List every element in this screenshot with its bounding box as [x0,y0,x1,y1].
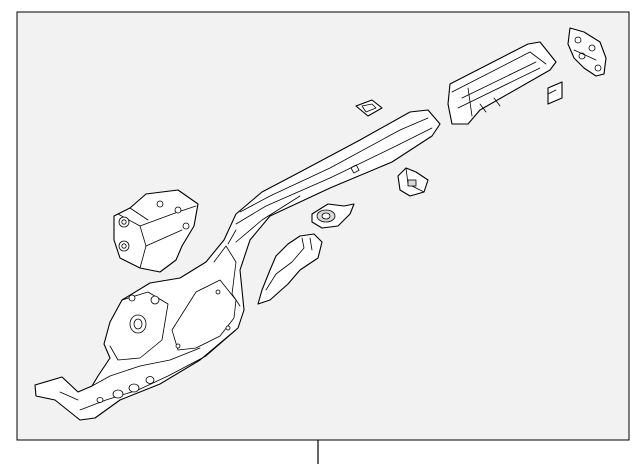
engine-mount-bracket [113,189,199,273]
frame-rail-assembly [34,109,441,421]
top-clip [355,99,383,117]
reinforcement-panel [257,233,323,305]
rear-rail-extension [447,41,557,125]
mid-bracket [397,167,429,197]
round-mount [311,203,355,229]
rear-bracket [567,27,607,77]
small-clip [547,81,563,105]
